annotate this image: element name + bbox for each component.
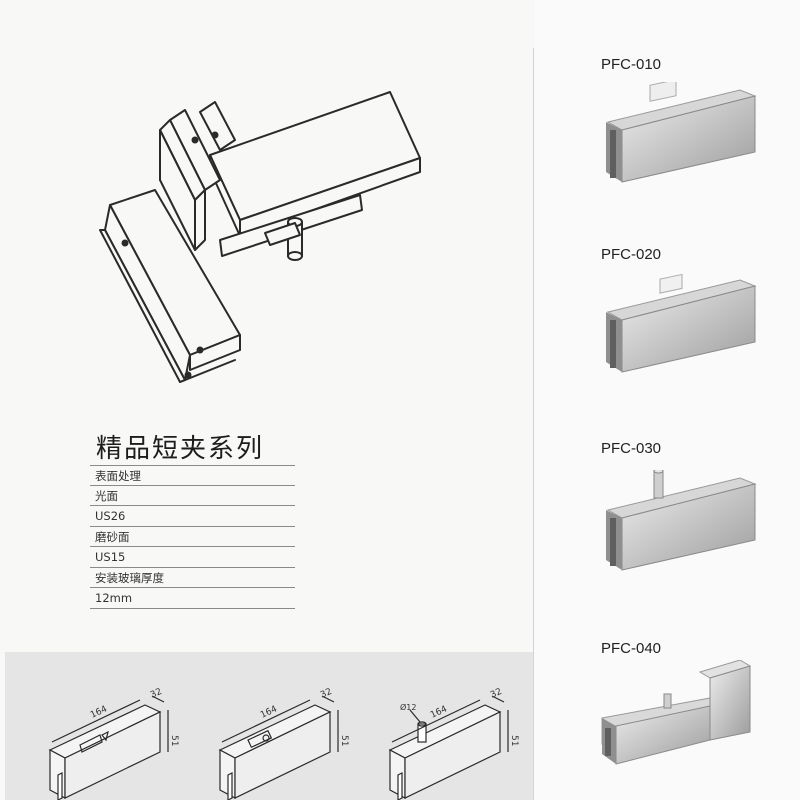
spec-row: 磨砂面 <box>90 527 295 547</box>
dim-length-label: 164 <box>259 704 279 720</box>
model-label-pfc-040: PFC-040 <box>601 640 662 657</box>
spec-row: 12mm <box>90 588 295 609</box>
spec-table: 表面处理 光面 US26 磨砂面 US15 安装玻璃厚度 12mm <box>90 465 295 609</box>
spec-row: 光面 <box>90 486 295 506</box>
spec-row: 安装玻璃厚度 <box>90 568 295 588</box>
spec-row: US15 <box>90 547 295 568</box>
dim-depth-label: 32 <box>489 687 504 701</box>
dim-pin-label: Ø12 <box>400 702 416 712</box>
dimension-drawing-020: 164 32 51 <box>218 687 349 800</box>
product-photo-pfc-030 <box>606 470 757 571</box>
product-photo-pfc-010 <box>606 82 757 183</box>
dim-depth-label: 32 <box>149 687 164 701</box>
panel-divider <box>533 48 534 800</box>
dim-depth-label: 32 <box>319 687 334 701</box>
dim-height-label: 51 <box>339 735 349 746</box>
dim-height-label: 51 <box>169 735 179 746</box>
patch-fitting-line-drawing <box>99 91 421 383</box>
product-photo-pfc-040 <box>601 660 752 765</box>
model-label-pfc-020: PFC-020 <box>601 246 662 263</box>
spec-row: US26 <box>90 506 295 527</box>
model-label-pfc-010: PFC-010 <box>601 56 662 73</box>
spec-row: 表面处理 <box>90 465 295 486</box>
dim-height-label: 51 <box>509 735 519 746</box>
dimension-drawing-010: 164 32 51 <box>48 687 179 800</box>
model-label-pfc-030: PFC-030 <box>601 440 662 457</box>
dimension-drawing-030: Ø12 164 32 51 <box>388 687 519 800</box>
dim-length-label: 164 <box>89 704 109 720</box>
series-title: 精品短夹系列 <box>96 434 265 464</box>
product-photo-pfc-020 <box>606 273 757 373</box>
dim-length-label: 164 <box>429 704 449 720</box>
